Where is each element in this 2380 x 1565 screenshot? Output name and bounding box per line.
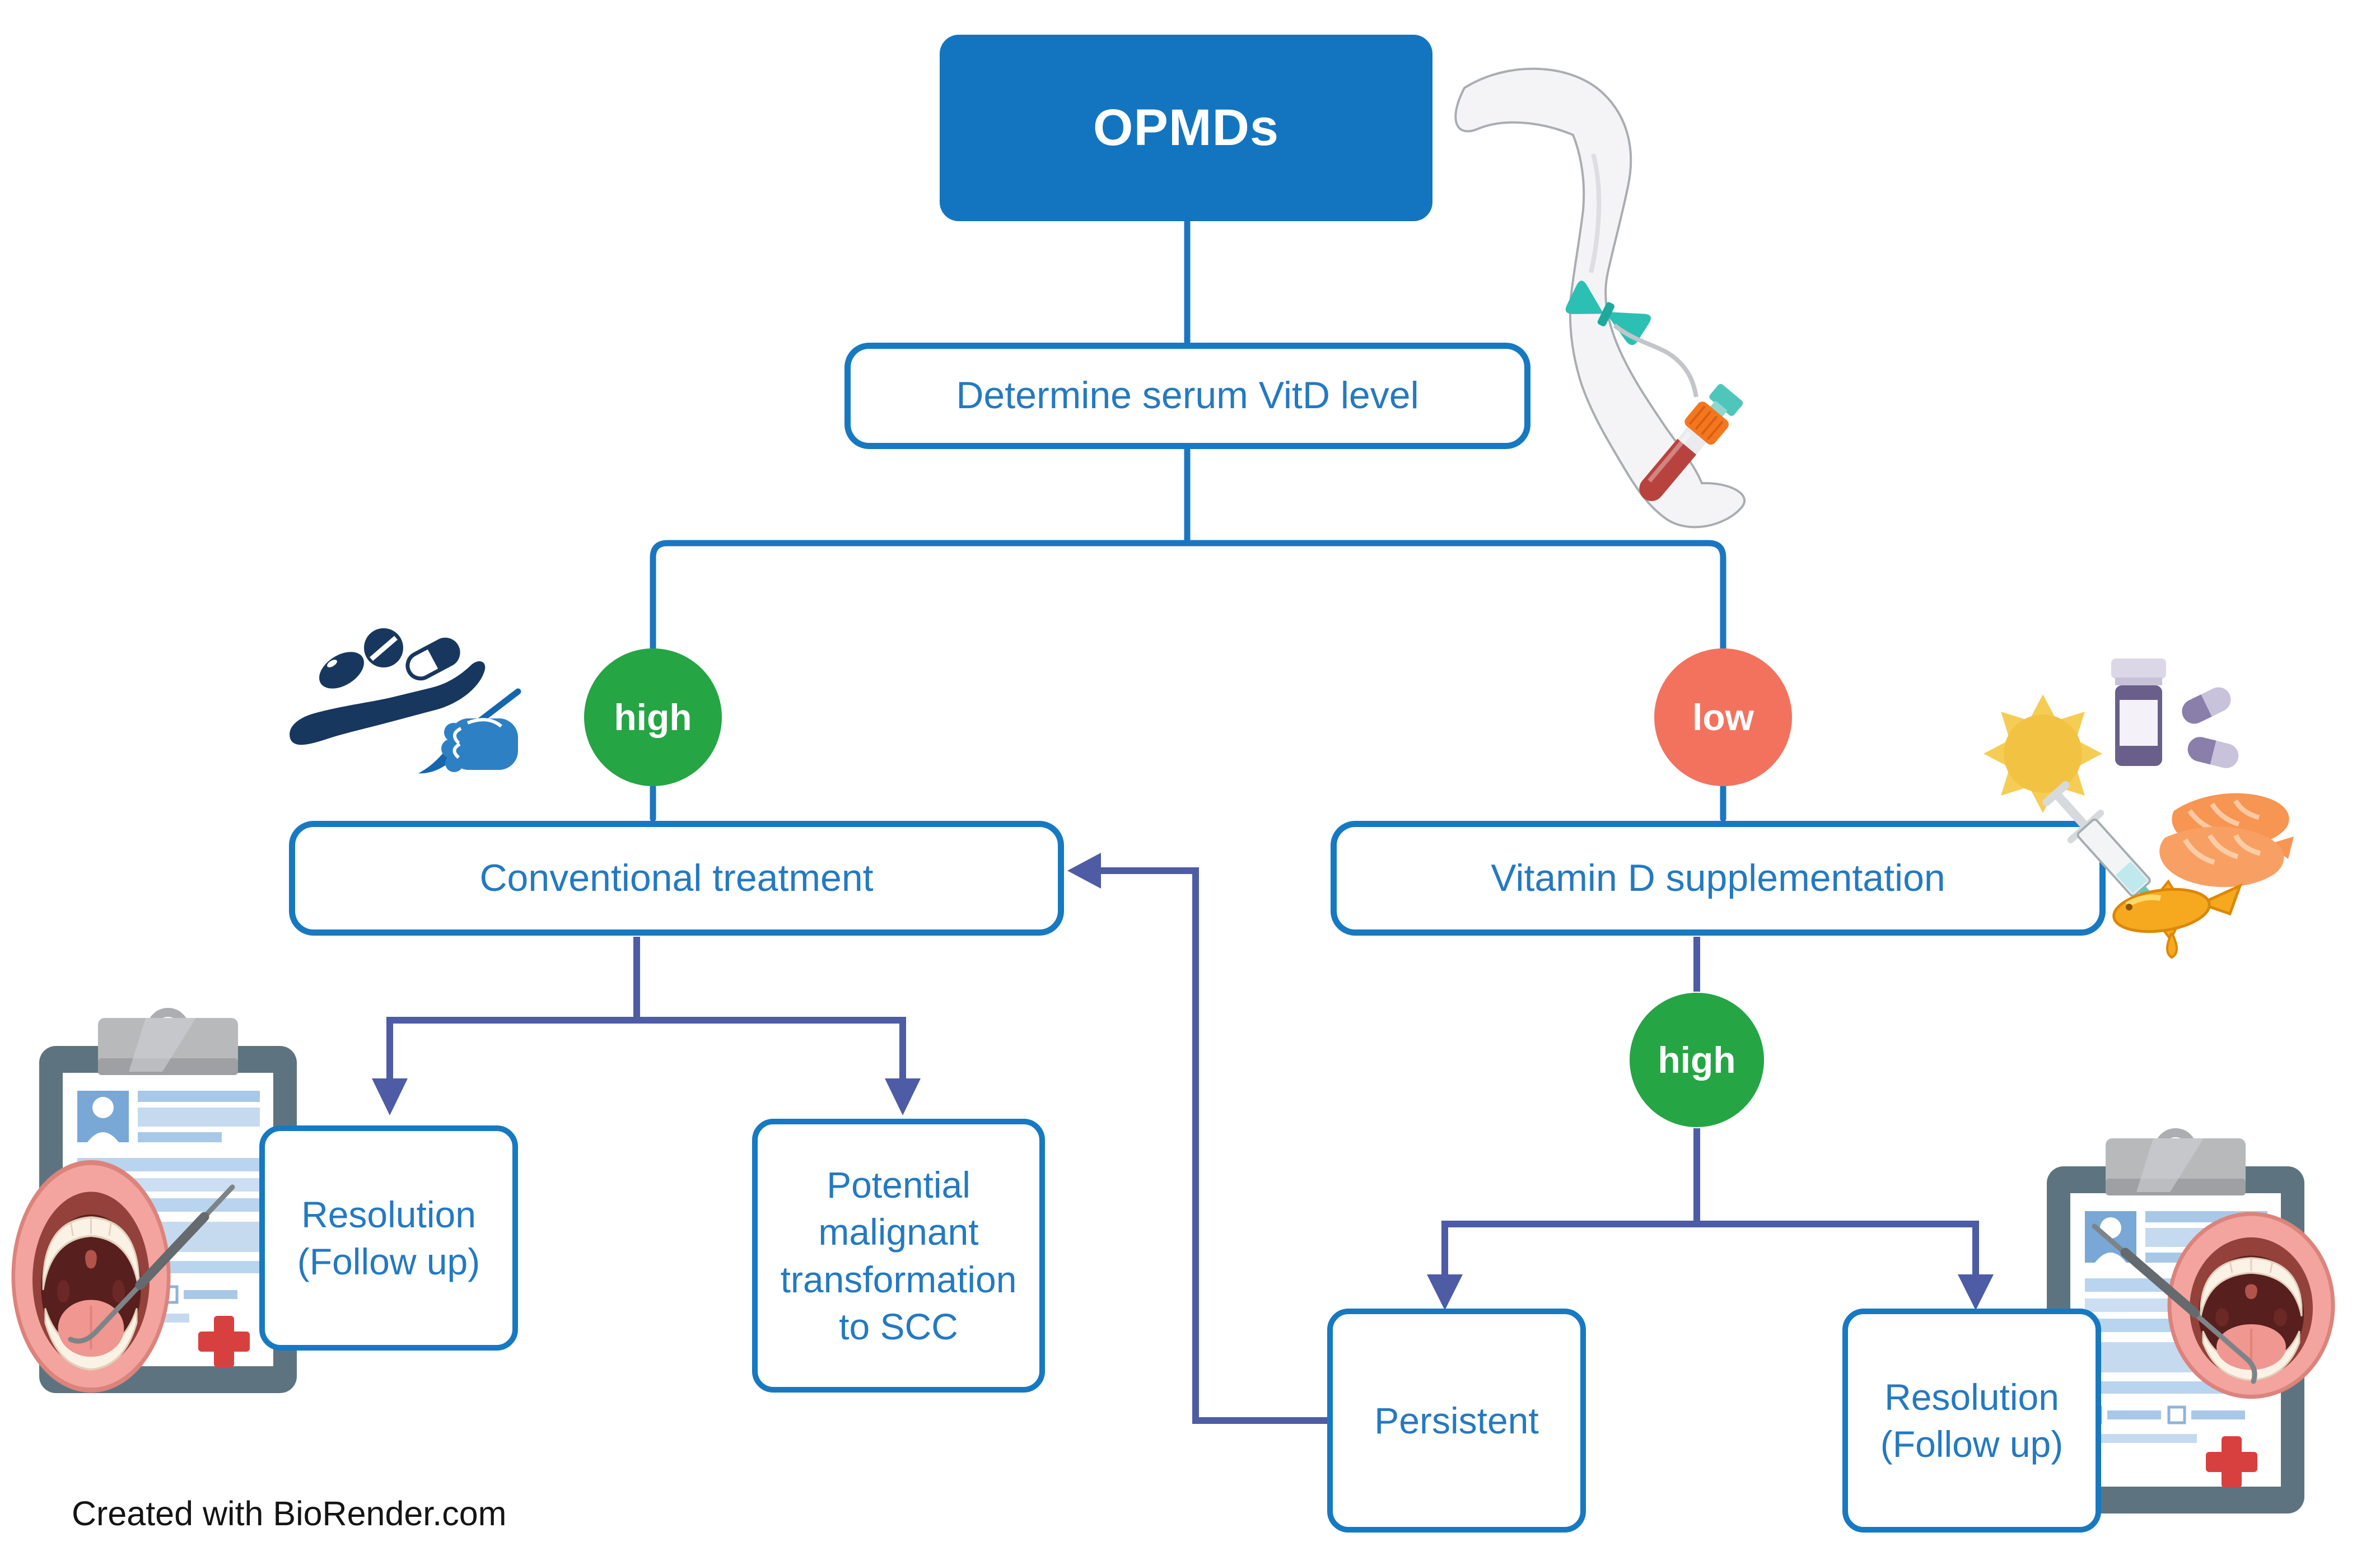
arrowhead-to-resolution-right bbox=[1958, 1274, 1994, 1310]
potential-line2: malignant bbox=[818, 1211, 979, 1253]
node-potential-malignant-scc: Potential malignant transformation to SC… bbox=[752, 1119, 1045, 1393]
edge-persistent-conventional bbox=[1099, 867, 1327, 1424]
decision-high-right: high bbox=[1630, 993, 1764, 1127]
open-mouth-icon bbox=[13, 1162, 169, 1390]
capsule-icon bbox=[405, 637, 460, 681]
open-mouth-icon bbox=[2169, 1214, 2333, 1396]
resolution-left-line1: Resolution bbox=[301, 1193, 476, 1235]
potential-line3: transformation bbox=[780, 1258, 1017, 1300]
node-resolution-followup-left: Resolution (Follow up) bbox=[259, 1125, 518, 1351]
arrowhead-to-persistent bbox=[1427, 1274, 1463, 1310]
node-vitamin-d-supplementation: Vitamin D supplementation bbox=[1331, 821, 2106, 936]
sun-icon bbox=[1984, 694, 2102, 813]
node-opmds: OPMDs bbox=[940, 35, 1432, 221]
butterfly-needle-icon bbox=[1565, 281, 1651, 345]
arrowhead-to-conventional bbox=[1067, 853, 1101, 889]
edge-branch-persistent-resolution bbox=[1441, 1221, 1979, 1277]
fish-oil-icon bbox=[2112, 879, 2243, 959]
node-vitd-label: Vitamin D supplementation bbox=[1491, 856, 1945, 899]
node-resolution-followup-right: Resolution (Follow up) bbox=[1842, 1309, 2101, 1533]
resolution-right-line1: Resolution bbox=[1884, 1376, 2059, 1418]
decision-high-left-label: high bbox=[614, 697, 692, 738]
biorender-caption: Created with BioRender.com bbox=[72, 1494, 507, 1533]
salmon-icon bbox=[2159, 793, 2294, 887]
node-persistent: Persistent bbox=[1327, 1309, 1586, 1533]
resolution-right-line2: (Follow up) bbox=[1880, 1423, 2064, 1465]
dental-probe-icon bbox=[68, 1184, 235, 1344]
arrowhead-to-resolution-left bbox=[372, 1078, 408, 1115]
dental-probe-icon bbox=[2092, 1223, 2257, 1384]
decision-high-left: high bbox=[584, 648, 722, 786]
edge-branch-resolution-potential bbox=[386, 1017, 906, 1078]
arrowhead-to-potential bbox=[885, 1078, 921, 1115]
node-conventional-label: Conventional treatment bbox=[479, 856, 874, 899]
decision-low: low bbox=[1654, 648, 1792, 786]
pill-bottle-icon bbox=[2111, 658, 2166, 766]
hand-giving-pills-icon bbox=[290, 628, 521, 774]
node-determine-label: Determine serum VitD level bbox=[956, 374, 1419, 417]
blood-tube-icon bbox=[1639, 384, 1743, 501]
node-persistent-label: Persistent bbox=[1374, 1399, 1539, 1441]
capsules-icon bbox=[2182, 687, 2239, 768]
node-determine-serum-vitd: Determine serum VitD level bbox=[844, 343, 1530, 449]
decision-low-label: low bbox=[1692, 697, 1754, 738]
edge-branch-high-low bbox=[650, 540, 1726, 652]
decision-high-right-label: high bbox=[1658, 1039, 1736, 1081]
scalpel-hand-icon bbox=[418, 688, 521, 774]
potential-line1: Potential bbox=[827, 1164, 970, 1206]
blood-draw-arm-icon bbox=[1454, 67, 1746, 529]
potential-line4: to SCC bbox=[839, 1305, 958, 1347]
node-conventional-treatment: Conventional treatment bbox=[289, 821, 1064, 936]
resolution-left-line2: (Follow up) bbox=[297, 1241, 480, 1282]
node-opmds-label: OPMDs bbox=[1093, 99, 1280, 156]
